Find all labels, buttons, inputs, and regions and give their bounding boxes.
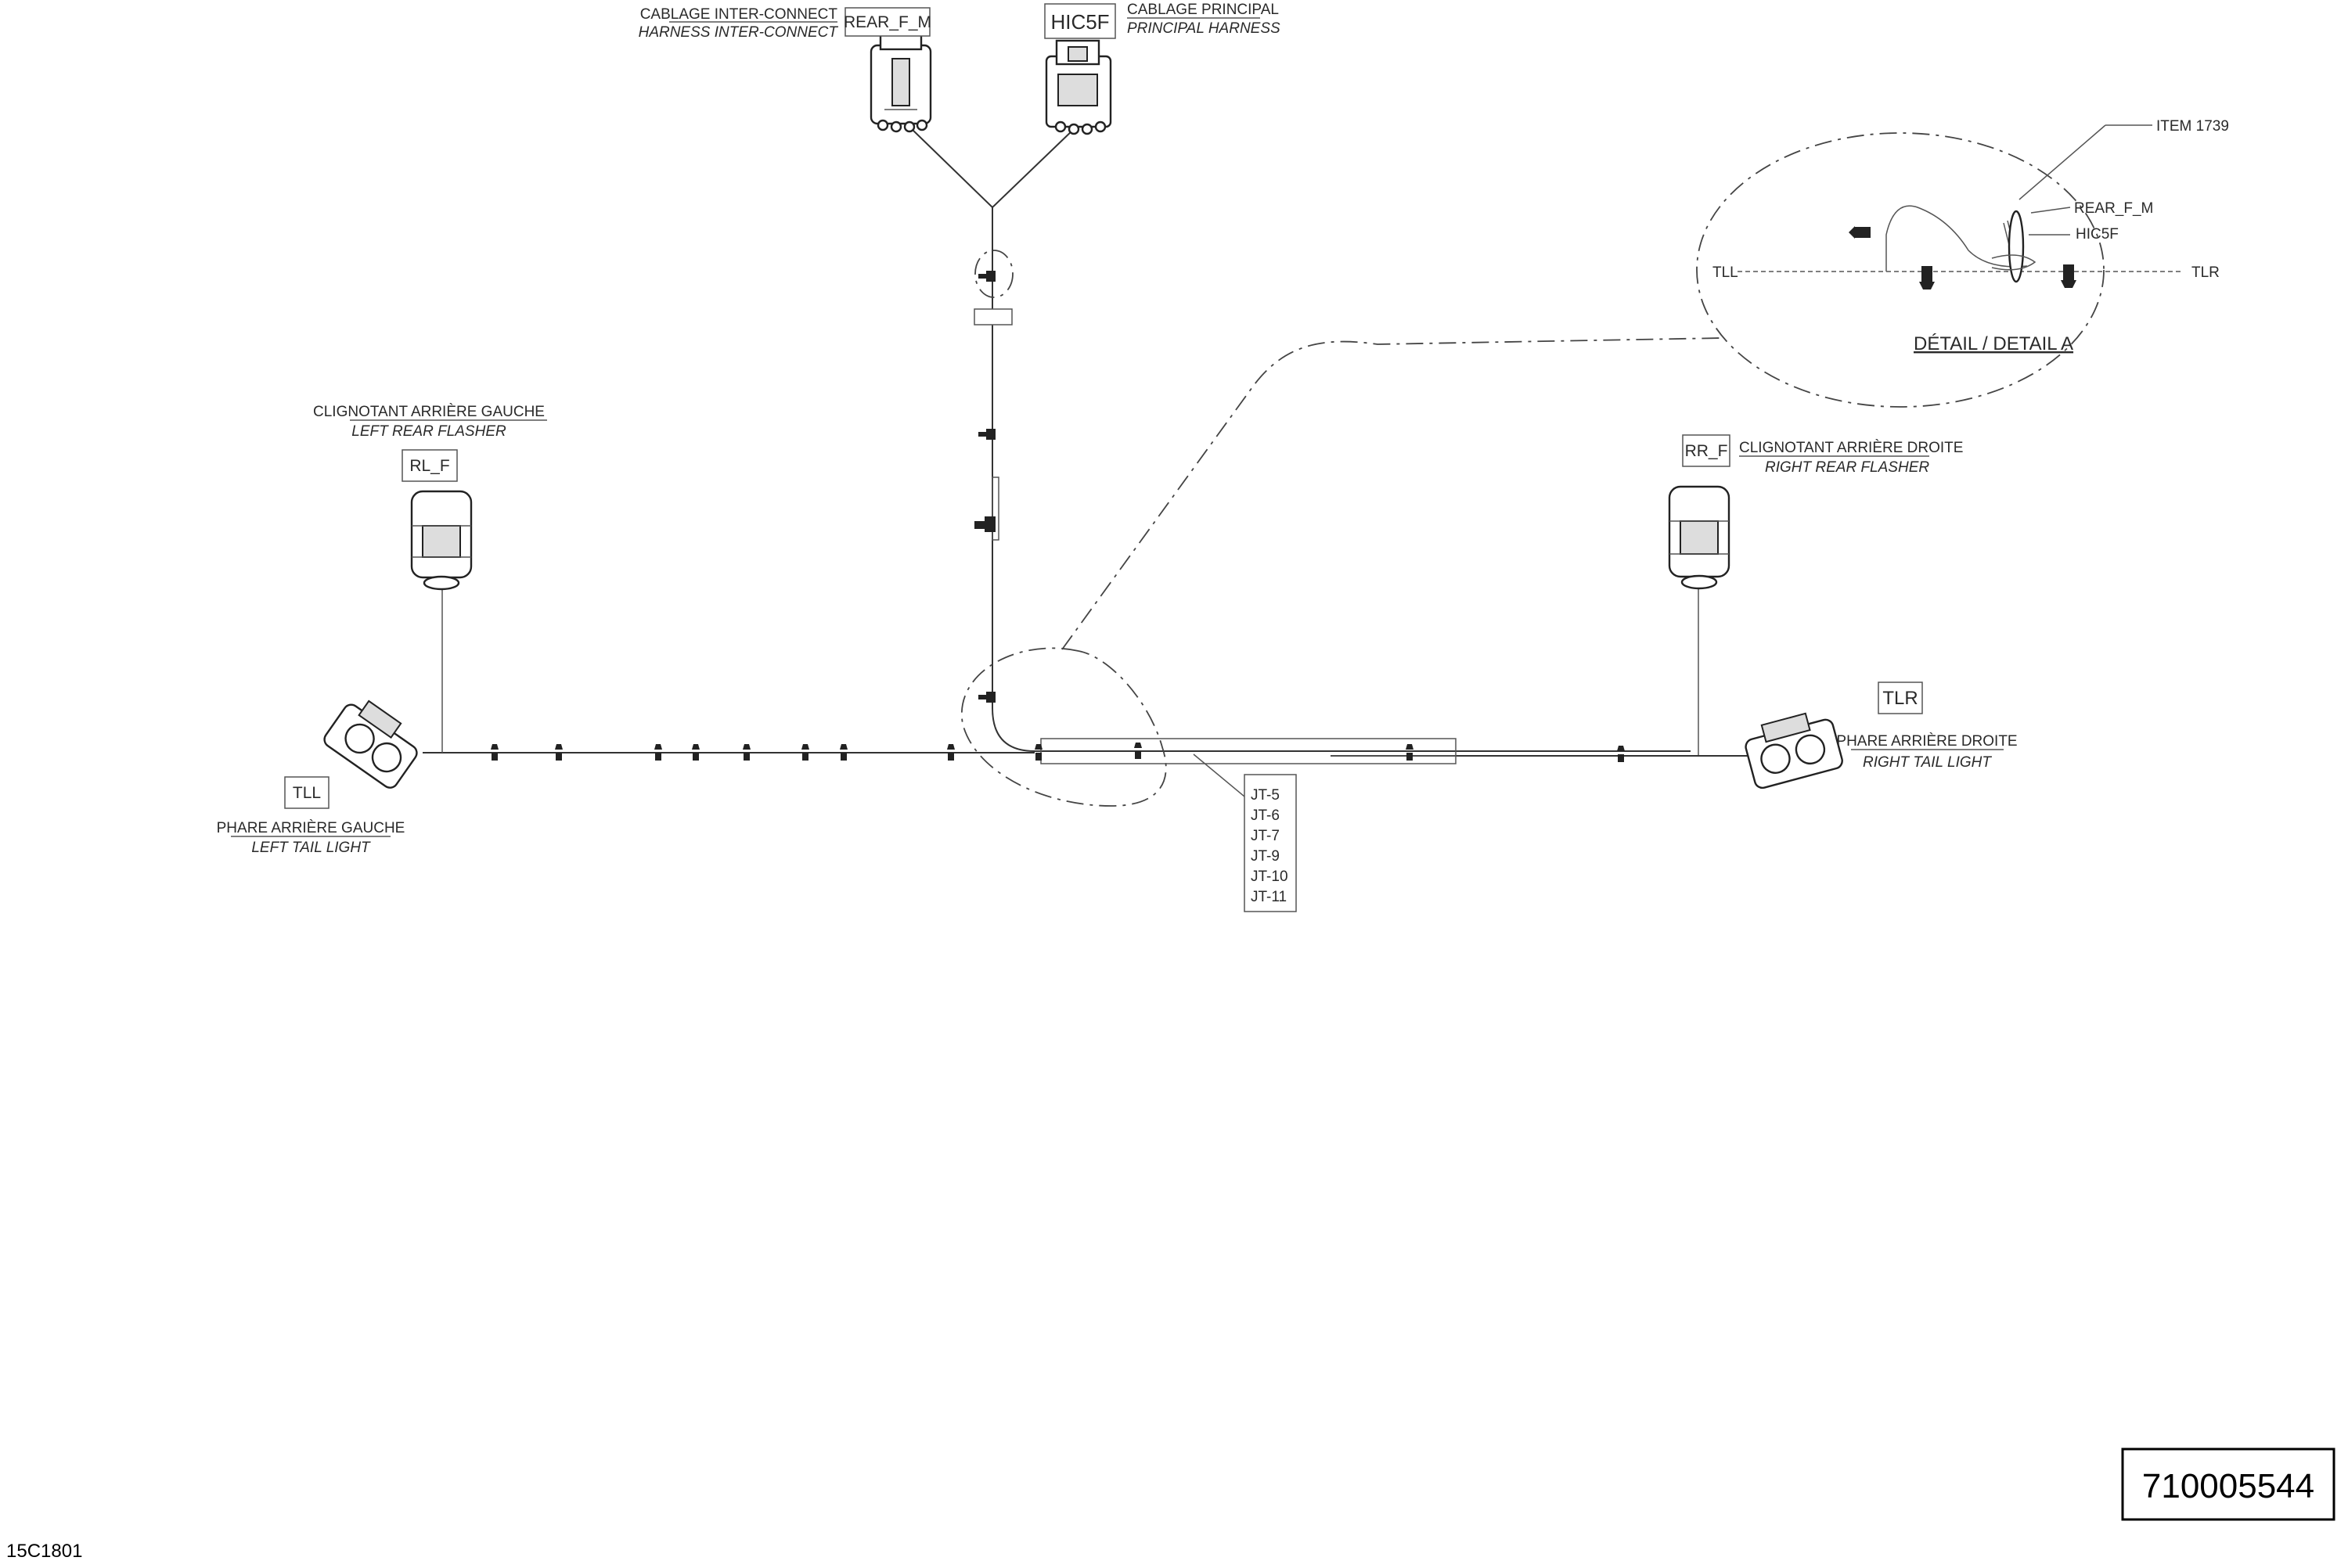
callouts xyxy=(960,132,2105,807)
clip-icon xyxy=(947,744,955,761)
interconnect-connector xyxy=(870,34,932,133)
left-tail-tag: TLL xyxy=(293,784,321,802)
clip-icon xyxy=(978,429,996,440)
splice-item: JT-7 xyxy=(1251,828,1280,844)
splice-item: JT-11 xyxy=(1251,889,1287,905)
clip-icon xyxy=(743,744,751,761)
detail-title: DÉTAIL / DETAIL A xyxy=(1914,333,2073,354)
splice-item: JT-6 xyxy=(1251,807,1280,824)
clip-icon xyxy=(555,744,563,761)
clip-icon xyxy=(840,744,848,761)
splice-list: JT-5 JT-6 JT-7 JT-9 JT-10 JT-11 xyxy=(1244,774,1297,912)
right-flasher-tag: RR_F xyxy=(1685,442,1728,460)
drawing-code: 15C1801 xyxy=(6,1541,82,1562)
principal-connector xyxy=(1045,39,1112,135)
splice-item: JT-5 xyxy=(1251,787,1280,804)
splice-item: JT-9 xyxy=(1251,848,1280,865)
right-tail-label: TLR PHARE ARRIÈRE DROITE RIGHT TAIL LIGH… xyxy=(1836,682,2018,771)
left-tail-connector xyxy=(323,699,418,789)
interconnect-fr: CABLAGE INTER-CONNECT xyxy=(640,6,838,23)
detail-connector-icon xyxy=(1849,226,1871,239)
harness-lines xyxy=(423,128,1749,797)
clip-icon xyxy=(801,744,809,761)
part-number: 710005544 xyxy=(2142,1467,2314,1505)
clip-icon xyxy=(974,516,996,532)
clip-icon xyxy=(692,744,700,761)
right-flasher-en: RIGHT REAR FLASHER xyxy=(1765,459,1929,476)
detail-clip-icon xyxy=(2061,264,2076,288)
clip-icon xyxy=(978,692,996,703)
interconnect-en: HARNESS INTER-CONNECT xyxy=(639,24,839,41)
detail-item-label: ITEM 1739 xyxy=(2156,118,2229,135)
left-flasher-en: LEFT REAR FLASHER xyxy=(351,423,506,440)
right-tail-en: RIGHT TAIL LIGHT xyxy=(1863,754,1992,771)
clip-icon xyxy=(491,744,499,761)
right-tail-tag: TLR xyxy=(1882,688,1918,709)
detail-a: ITEM 1739 REAR_F_M HIC5F TLL TLR DÉTAIL … xyxy=(1712,118,2229,354)
detail-left-end: TLL xyxy=(1712,264,1738,281)
clip-icon xyxy=(1617,746,1625,762)
principal-en: PRINCIPAL HARNESS xyxy=(1127,20,1280,37)
left-tail-fr: PHARE ARRIÈRE GAUCHE xyxy=(217,820,405,836)
clip-icon xyxy=(978,271,996,282)
clip-icon xyxy=(654,744,662,761)
left-tail-en: LEFT TAIL LIGHT xyxy=(251,840,371,856)
clip-icon xyxy=(1035,744,1043,761)
right-flasher-label: RR_F CLIGNOTANT ARRIÈRE DROITE RIGHT REA… xyxy=(1682,434,1963,476)
right-flasher-connector xyxy=(1668,485,1730,590)
principal-tag: HIC5F xyxy=(1050,10,1109,34)
left-flasher-fr: CLIGNOTANT ARRIÈRE GAUCHE xyxy=(313,404,545,420)
principal-label: HIC5F CABLAGE PRINCIPAL PRINCIPAL HARNES… xyxy=(1044,2,1280,39)
right-flasher-fr: CLIGNOTANT ARRIÈRE DROITE xyxy=(1739,440,1963,456)
part-number-block: 710005544 xyxy=(2121,1448,2335,1521)
left-flasher-label: CLIGNOTANT ARRIÈRE GAUCHE LEFT REAR FLAS… xyxy=(313,404,547,482)
interconnect-label: CABLAGE INTER-CONNECT HARNESS INTER-CONN… xyxy=(639,6,931,41)
left-flasher-connector xyxy=(410,490,473,591)
left-flasher-tag: RL_F xyxy=(409,457,449,475)
detail-clip-icon xyxy=(1919,266,1935,290)
detail-hic-label: HIC5F xyxy=(2076,226,2119,243)
right-tail-fr: PHARE ARRIÈRE DROITE xyxy=(1836,733,2017,750)
clip-icon xyxy=(1134,743,1142,759)
detail-rear-label: REAR_F_M xyxy=(2074,200,2153,217)
left-tail-label: TLL PHARE ARRIÈRE GAUCHE LEFT TAIL LIGHT xyxy=(217,776,405,856)
right-tail-connector xyxy=(1745,712,1843,789)
splice-item: JT-10 xyxy=(1251,869,1288,885)
principal-fr: CABLAGE PRINCIPAL xyxy=(1127,2,1279,18)
detail-right-end: TLR xyxy=(2191,264,2220,281)
clip-icon xyxy=(1406,744,1413,761)
harness-clips xyxy=(491,271,1625,762)
interconnect-tag: REAR_F_M xyxy=(844,13,931,31)
